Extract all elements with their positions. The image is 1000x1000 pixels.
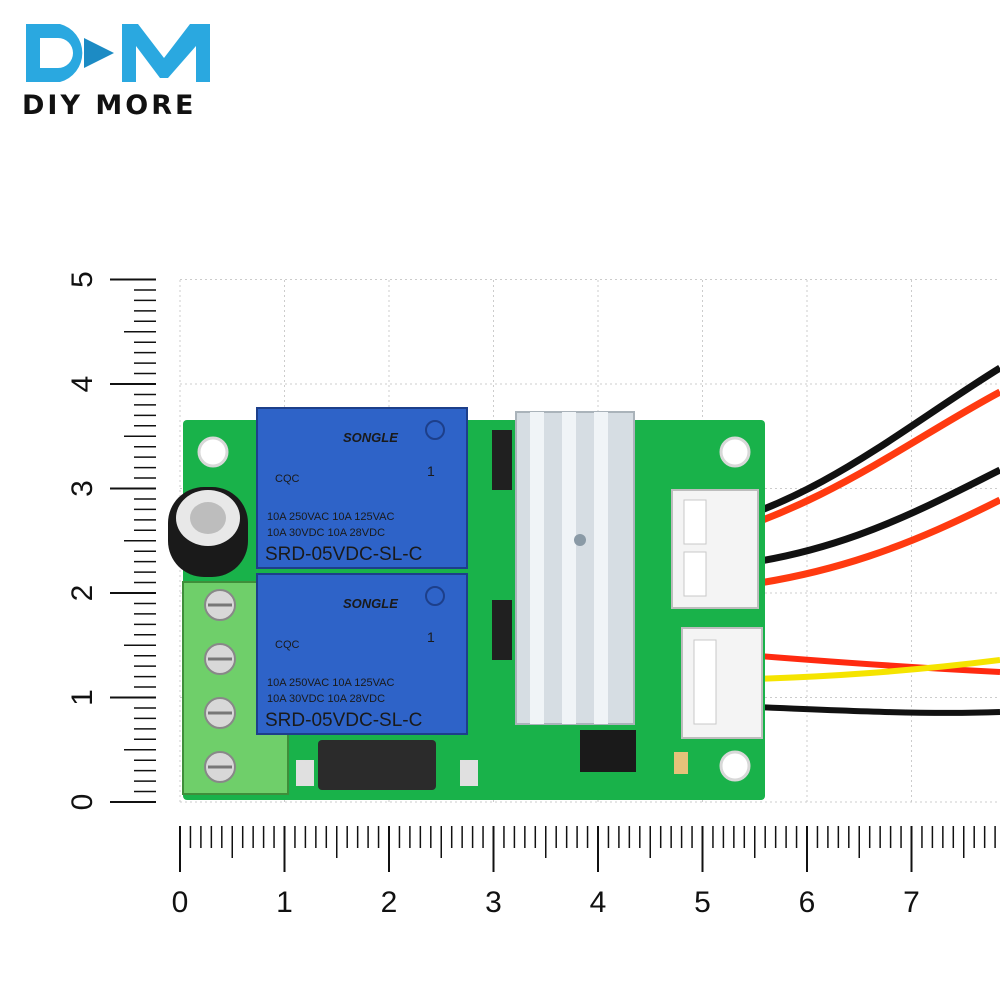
ruler-y-label: 5 bbox=[66, 271, 99, 288]
ruler-x-label: 1 bbox=[276, 886, 293, 919]
relay-rating-2: 10A 30VDC 10A 28VDC bbox=[267, 693, 385, 705]
ruler-x-label: 6 bbox=[799, 886, 816, 919]
relay-cert: CQC bbox=[275, 473, 300, 485]
diode bbox=[318, 740, 436, 790]
wire-connector-top bbox=[671, 489, 759, 609]
ruler-y-label: 3 bbox=[66, 480, 99, 497]
ruler-y-label: 1 bbox=[66, 689, 99, 706]
brand-name: DIY MORE bbox=[22, 90, 197, 121]
ic-chip bbox=[580, 730, 636, 772]
transistor bbox=[492, 430, 512, 490]
ruler-x-label: 3 bbox=[485, 886, 502, 919]
ruler-vertical: 0 1 2 3 4 5 bbox=[66, 271, 156, 810]
mount-hole bbox=[719, 750, 751, 782]
relay-mark: 1 bbox=[427, 463, 435, 479]
smd-resistor bbox=[460, 760, 478, 786]
smd-capacitor bbox=[674, 752, 688, 774]
smd-resistor bbox=[296, 760, 314, 786]
ruler-y-label: 0 bbox=[66, 794, 99, 811]
relay-model: SRD-05VDC-SL-C bbox=[265, 544, 422, 565]
relay-cert: CQC bbox=[275, 639, 300, 651]
brand-logo bbox=[22, 18, 217, 88]
dm-logo-icon bbox=[26, 24, 210, 82]
relay-board: SONGLE CQC 1 10A 250VAC 10A 125VAC 10A 30VDC… bbox=[168, 407, 765, 800]
relay-brand: SONGLE bbox=[343, 596, 398, 611]
ruler-horizontal: 0 1 2 3 4 5 6 7 bbox=[172, 826, 996, 919]
ruler-x-label: 5 bbox=[694, 886, 711, 919]
ruler-x-label: 2 bbox=[381, 886, 398, 919]
relay-model: SRD-05VDC-SL-C bbox=[265, 710, 422, 731]
relay-rating-1: 10A 250VAC 10A 125VAC bbox=[267, 677, 394, 689]
ruler-y-label: 4 bbox=[66, 376, 99, 393]
ruler-y-label: 2 bbox=[66, 585, 99, 602]
relay-2: SONGLE CQC 1 10A 250VAC 10A 125VAC 10A 30VDC… bbox=[256, 573, 468, 735]
ruler-x-label: 7 bbox=[903, 886, 920, 919]
capacitor bbox=[168, 487, 248, 577]
ruler-x-label: 4 bbox=[590, 886, 607, 919]
relay-brand: SONGLE bbox=[343, 430, 398, 445]
relay-rating-2: 10A 30VDC 10A 28VDC bbox=[267, 527, 385, 539]
heatsink bbox=[515, 411, 635, 725]
ruler-x-label: 0 bbox=[172, 886, 189, 919]
mount-hole bbox=[719, 436, 751, 468]
relay-mark: 1 bbox=[427, 629, 435, 645]
mount-hole bbox=[197, 436, 229, 468]
relay-1: SONGLE CQC 1 10A 250VAC 10A 125VAC 10A 30VDC… bbox=[256, 407, 468, 569]
wire-connector-bottom bbox=[681, 627, 763, 739]
transistor bbox=[492, 600, 512, 660]
relay-rating-1: 10A 250VAC 10A 125VAC bbox=[267, 511, 394, 523]
